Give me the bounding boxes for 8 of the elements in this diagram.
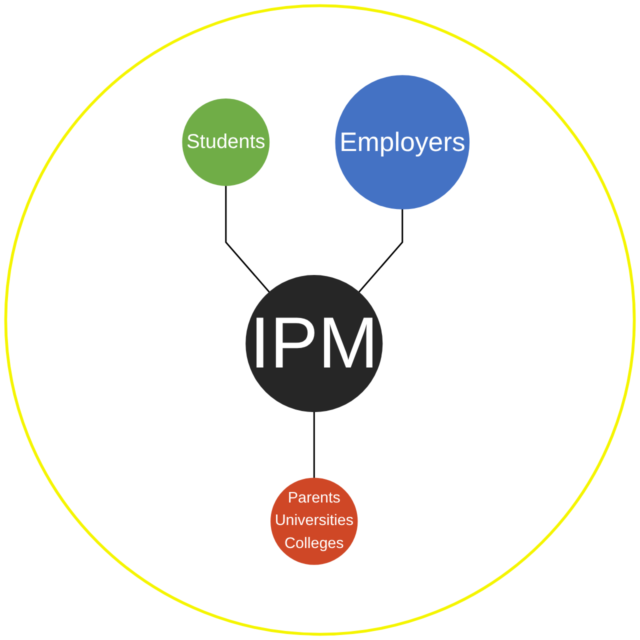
- node-circle: Students: [182, 98, 270, 186]
- cluster: [4, 4, 636, 636]
- connector: [225, 185, 270, 293]
- node-circle: Parents Universities Colleges: [270, 478, 358, 565]
- connector: [358, 208, 404, 293]
- node-circle: Employers: [335, 75, 470, 210]
- connector: [313, 412, 315, 478]
- node-circle: IPM: [246, 275, 383, 412]
